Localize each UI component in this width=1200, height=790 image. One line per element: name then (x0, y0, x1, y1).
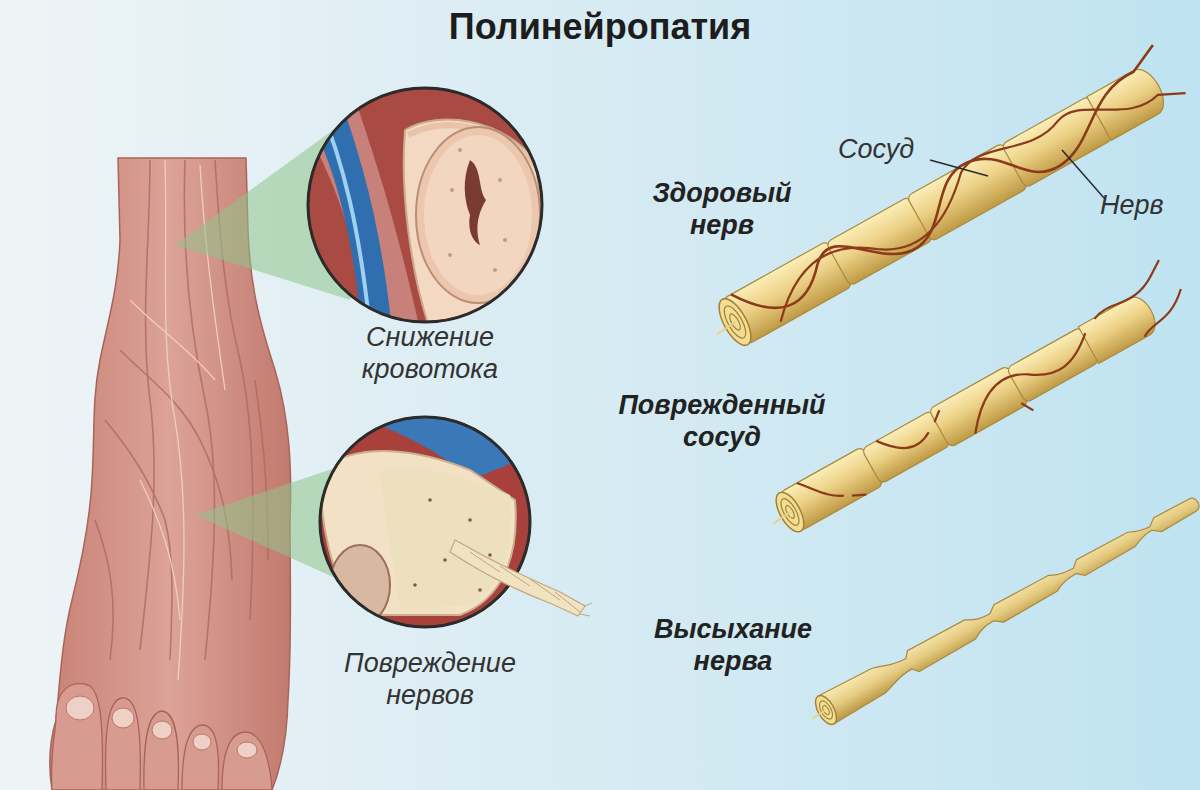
blood-flow-magnifier (300, 85, 560, 330)
dried-nerve (804, 488, 1200, 732)
part-label: Нерв (1100, 190, 1164, 222)
state-label: Высыхание нерва (628, 614, 838, 678)
part-label: Сосуд (838, 134, 914, 166)
nerve-damage-magnifier (315, 405, 592, 630)
state-label: Здоровый нерв (632, 178, 812, 242)
figure-caption: Снижение кровотока (340, 322, 520, 386)
leader-line (1062, 150, 1104, 198)
figure-caption: Повреждение нервов (325, 648, 535, 712)
diagram-title: Полинейропатия (0, 6, 1200, 48)
state-label: Поврежденный сосуд (606, 390, 838, 454)
callout-wedge (195, 468, 340, 580)
leader-line (930, 160, 988, 176)
